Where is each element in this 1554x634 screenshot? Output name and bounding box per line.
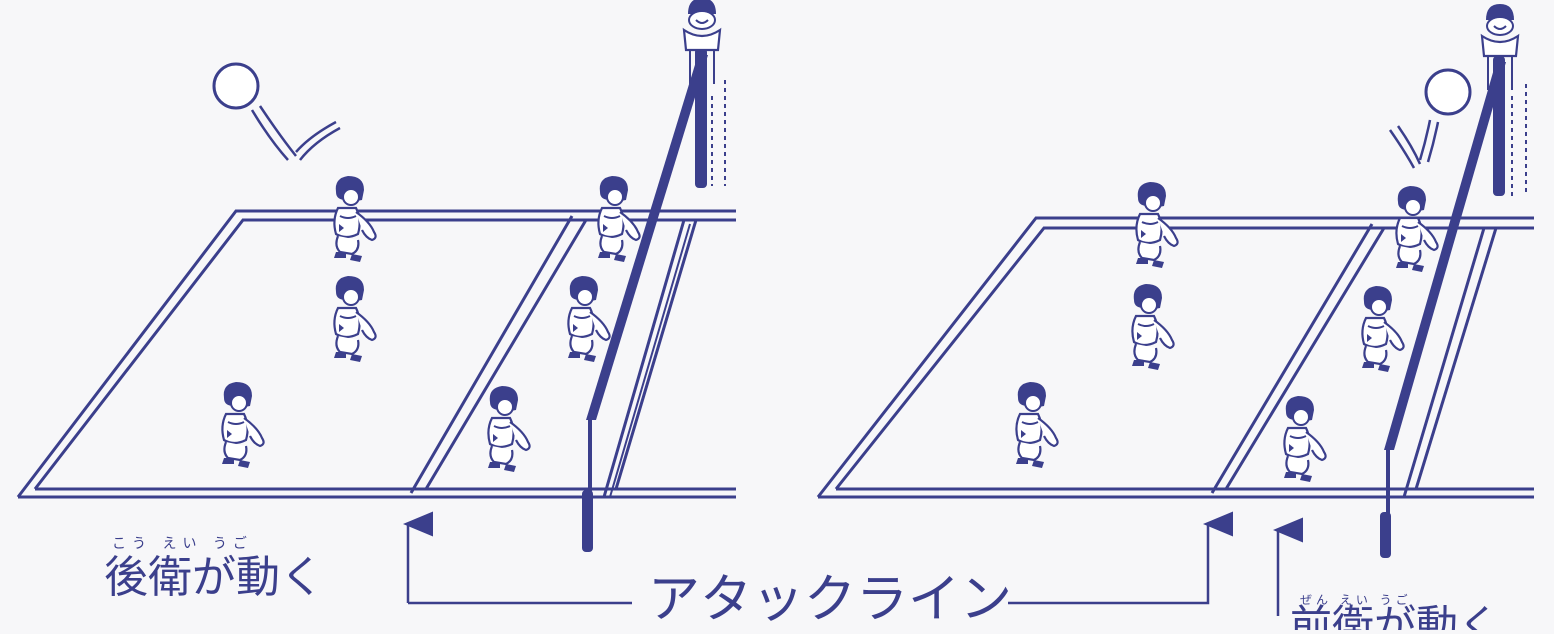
attack-line-label: アタックライン <box>648 570 1012 630</box>
player-figure-icon <box>1014 380 1059 470</box>
attack-line-right <box>1210 223 1374 494</box>
arrow-up-icon <box>1008 511 1233 605</box>
left-court <box>16 0 736 552</box>
player-figure-icon <box>1130 282 1175 372</box>
net-right <box>1380 56 1527 558</box>
right-court <box>816 2 1534 558</box>
attack-line-left <box>409 215 574 494</box>
player-figure-icon <box>486 384 531 474</box>
back-players-ruby: こう えい うご <box>112 536 253 552</box>
player-figure-icon <box>332 274 377 364</box>
player-figure-icon <box>566 274 611 364</box>
front-players-move-label: 前衛が動く <box>1290 601 1500 630</box>
player-figure-icon <box>1282 394 1327 484</box>
player-figure-icon <box>220 380 265 470</box>
ball-icon <box>1388 68 1472 169</box>
attack-line-arrows <box>403 511 1303 616</box>
net-left <box>582 48 726 552</box>
back-players-move-label: 後衛が動く <box>104 552 324 603</box>
player-figure-icon <box>1134 180 1179 270</box>
front-players-ruby: ぜん えい うご <box>1300 592 1412 607</box>
player-figure-icon <box>1360 284 1405 374</box>
ball-icon <box>212 62 341 161</box>
